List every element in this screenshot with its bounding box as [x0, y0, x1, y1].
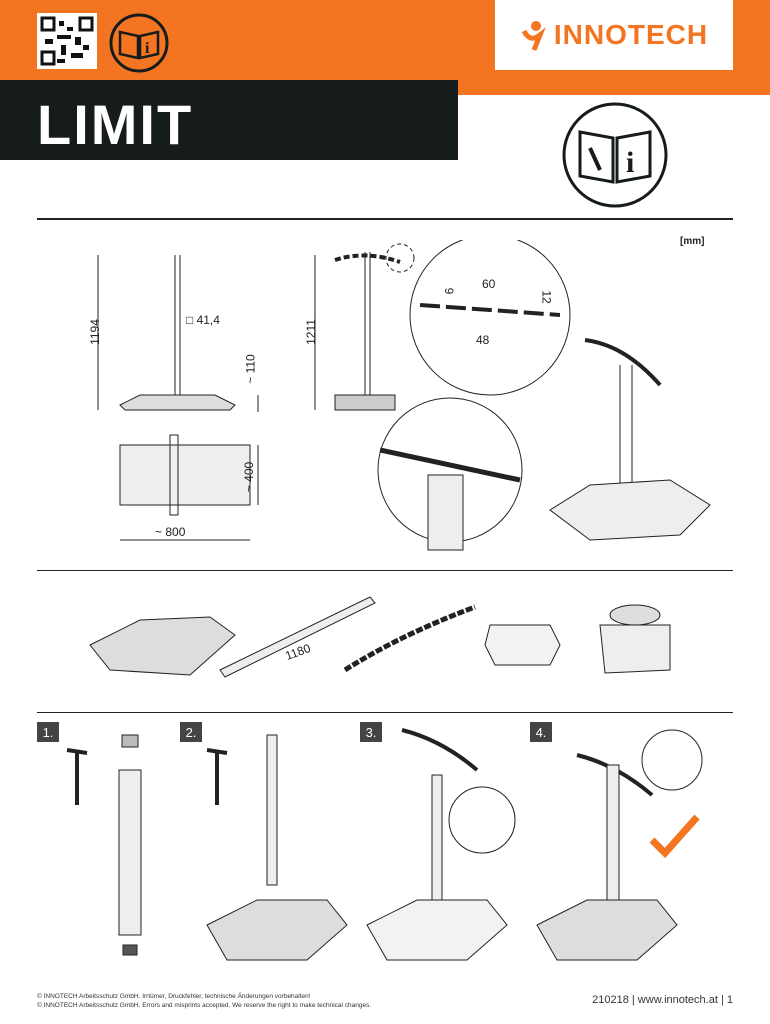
- footer-line-de: © INNOTECH Arbeitsschutz GmbH. Irrtümer,…: [37, 993, 311, 1000]
- dim-chain-60: 60: [482, 277, 496, 291]
- dim-post-section: □ 41,4: [186, 313, 220, 327]
- brand-logo: INNOTECH: [495, 0, 733, 70]
- divider: [37, 218, 733, 220]
- parts-overview: [89, 596, 671, 678]
- assembly-steps: [66, 728, 703, 961]
- footer-line-en: © INNOTECH Arbeitsschutz GmbH. Errors an…: [37, 1002, 372, 1009]
- qr-code[interactable]: [37, 13, 97, 69]
- check-icon: [649, 814, 700, 859]
- logo-mark-icon: [521, 21, 546, 51]
- divider: [37, 712, 733, 713]
- step-3-badge: 3.: [360, 722, 382, 742]
- divider: [37, 570, 733, 571]
- dim-chain-48: 48: [476, 333, 490, 347]
- dim-chain-6: 6: [442, 287, 457, 295]
- mallet-icon: [206, 748, 228, 805]
- footer-doc-info: 210218 | www.innotech.at | 1: [592, 994, 733, 1006]
- dim-400: ~ 400: [242, 461, 257, 493]
- dim-800: ~ 800: [155, 525, 186, 539]
- dim-base-height: ~ 110: [243, 354, 258, 384]
- chain-part: [343, 604, 476, 673]
- post-part: [219, 596, 376, 678]
- footer-legal: © INNOTECH Arbeitsschutz GmbH. Irrtümer,…: [37, 992, 371, 1010]
- manual-safety-icon: i: [109, 13, 169, 73]
- brand-name: INNOTECH: [553, 19, 709, 50]
- base-part: [89, 616, 236, 676]
- dim-1211: 1211: [303, 319, 318, 345]
- read-manual-icon: i: [562, 102, 668, 208]
- svg-text:i: i: [145, 40, 150, 57]
- dimension-drawings: [97, 240, 711, 551]
- dim-chain-12: 12: [539, 290, 554, 304]
- cap-part: [484, 624, 561, 666]
- step-2-badge: 2.: [180, 722, 202, 742]
- units-label: [mm]: [680, 236, 705, 247]
- title-bar: [0, 80, 458, 160]
- mallet-icon: [66, 748, 88, 805]
- svg-text:i: i: [626, 146, 634, 179]
- step-1-badge: 1.: [37, 722, 59, 742]
- step-4-badge: 4.: [530, 722, 552, 742]
- chain-holder-part: [599, 624, 671, 674]
- product-title: LIMIT: [37, 93, 194, 156]
- dim-1194: 1194: [87, 319, 102, 345]
